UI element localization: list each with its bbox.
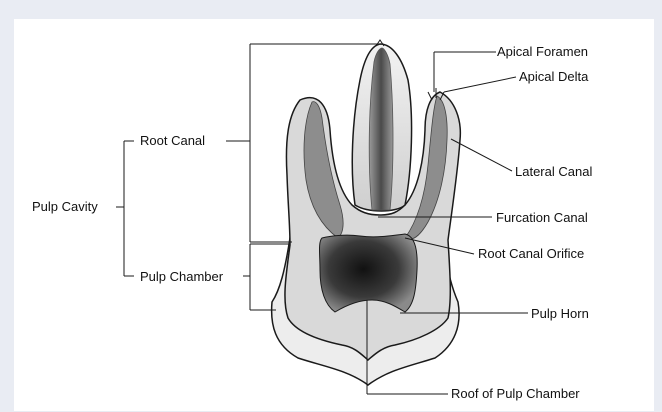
label-root-canal-orifice: Root Canal Orifice [478,246,584,261]
label-pulp-horn: Pulp Horn [531,306,589,321]
palatal-root-canal [369,48,393,210]
label-apical-delta: Apical Delta [519,69,588,84]
label-furcation-canal: Furcation Canal [496,210,588,225]
label-pulp-chamber: Pulp Chamber [140,269,223,284]
label-root-canal: Root Canal [140,133,205,148]
label-pulp-cavity: Pulp Cavity [32,199,98,214]
pulp-chamber [320,234,418,312]
label-roof-of-pulp-chamber: Roof of Pulp Chamber [451,386,580,401]
label-apical-foramen: Apical Foramen [497,44,588,59]
label-lateral-canal: Lateral Canal [515,164,592,179]
